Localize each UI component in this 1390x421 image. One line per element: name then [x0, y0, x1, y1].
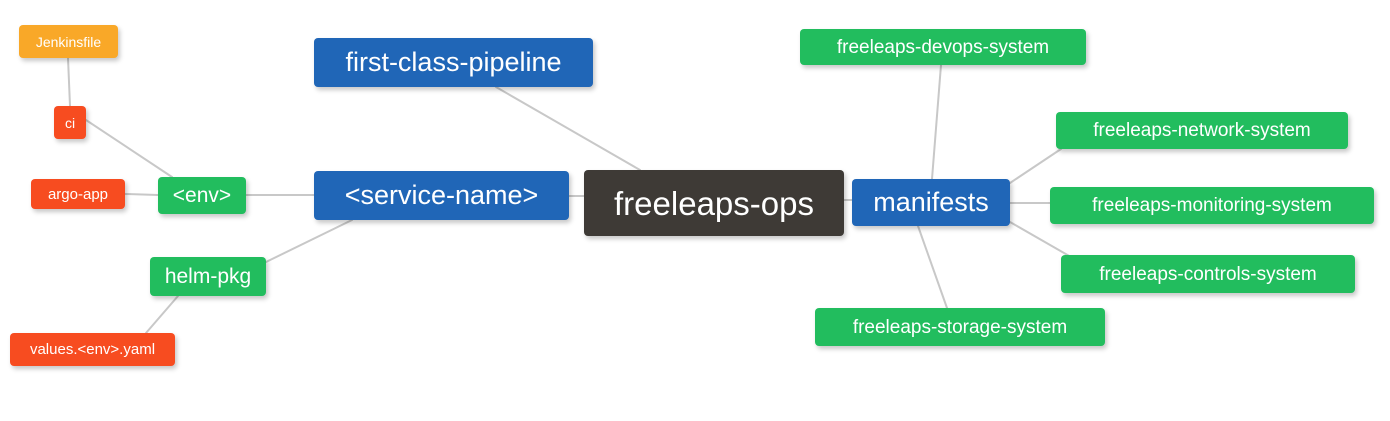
node-freeleaps-devops-system[interactable]: freeleaps-devops-system [800, 29, 1086, 65]
node-label-ci: ci [64, 114, 76, 131]
node-label-helm-pkg: helm-pkg [164, 265, 252, 288]
node-label-freeleaps-devops-system: freeleaps-devops-system [836, 36, 1050, 58]
node-argo-app[interactable]: argo-app [31, 179, 125, 209]
node-ci[interactable]: ci [54, 106, 86, 139]
edge-service-name-to-helm-pkg [265, 219, 353, 263]
edge-freeleaps-controls-system-to-manifests [1009, 221, 1072, 258]
node-label-freeleaps-network-system: freeleaps-network-system [1093, 120, 1311, 141]
node-values-yaml[interactable]: values.<env>.yaml [10, 333, 175, 366]
node-label-manifests: manifests [873, 187, 989, 217]
edge-helm-pkg-to-values-yaml [145, 295, 179, 334]
edge-freeleaps-devops-system-to-manifests [931, 64, 942, 180]
node-freeleaps-monitoring-system[interactable]: freeleaps-monitoring-system [1050, 187, 1374, 224]
node-label-values-yaml: values.<env>.yaml [29, 341, 156, 358]
node-freeleaps-storage-system[interactable]: freeleaps-storage-system [815, 308, 1105, 346]
node-label-argo-app: argo-app [47, 185, 109, 203]
node-helm-pkg[interactable]: helm-pkg [150, 257, 266, 296]
node-label-service-name: <service-name> [344, 180, 539, 210]
node-freeleaps-network-system[interactable]: freeleaps-network-system [1056, 112, 1348, 149]
node-label-env: <env> [172, 184, 232, 207]
edge-freeleaps-storage-system-to-manifests [917, 225, 948, 309]
node-label-freeleaps-ops: freeleaps-ops [614, 184, 814, 222]
node-first-class-pipeline[interactable]: first-class-pipeline [314, 38, 593, 87]
node-freeleaps-controls-system[interactable]: freeleaps-controls-system [1061, 255, 1355, 293]
node-env[interactable]: <env> [158, 177, 246, 214]
node-label-freeleaps-storage-system: freeleaps-storage-system [852, 316, 1068, 338]
node-label-jenkinsfile: Jenkinsfile [35, 33, 102, 50]
node-label-first-class-pipeline: first-class-pipeline [345, 47, 562, 77]
node-manifests[interactable]: manifests [852, 179, 1010, 226]
edge-jenkinsfile-to-ci [67, 57, 71, 107]
edge-ci-to-env [85, 119, 173, 178]
node-label-freeleaps-controls-system: freeleaps-controls-system [1099, 263, 1317, 285]
node-service-name[interactable]: <service-name> [314, 171, 569, 220]
edge-first-class-pipeline-to-freeleaps-ops [495, 86, 641, 171]
edge-freeleaps-network-system-to-manifests [1009, 148, 1062, 184]
node-freeleaps-ops[interactable]: freeleaps-ops [584, 170, 844, 236]
node-label-freeleaps-monitoring-system: freeleaps-monitoring-system [1092, 195, 1332, 216]
node-jenkinsfile[interactable]: Jenkinsfile [19, 25, 118, 58]
edge-argo-app-to-env [124, 193, 159, 196]
